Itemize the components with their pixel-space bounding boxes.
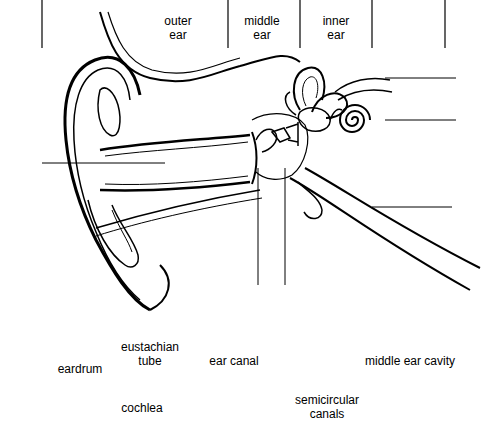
part-label: eustachian tube xyxy=(110,340,190,368)
part-label: middle ear cavity xyxy=(345,354,475,368)
part-label: semicircular canals xyxy=(277,393,377,421)
part-label: cochlea xyxy=(107,401,177,415)
part-label: eardrum xyxy=(45,362,115,376)
part-label: inner ear xyxy=(314,14,358,42)
part-label: middle ear xyxy=(238,14,286,42)
part-label: outer ear xyxy=(156,14,200,42)
part-label: ear canal xyxy=(209,354,259,368)
